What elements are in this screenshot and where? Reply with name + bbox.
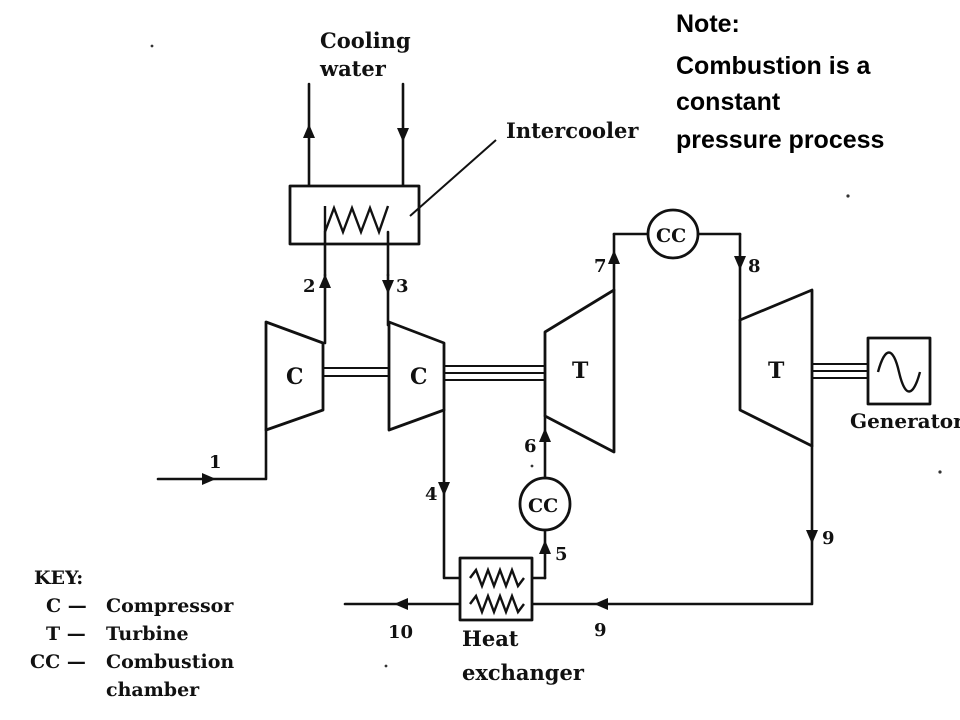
state-7-arrow (608, 250, 620, 264)
sine-wave-icon (876, 351, 922, 393)
intercooler-leader-line (409, 139, 497, 217)
note-block: Note: Combustion is a constant pressure … (676, 10, 884, 154)
compressor-1-label: C (286, 364, 304, 390)
state-2-arrow (319, 274, 331, 288)
state-1-arrow (202, 473, 216, 485)
combustion-chamber-2-label: CC (528, 495, 558, 517)
heat-exchanger-coil-upper-icon (469, 566, 525, 590)
key-title: KEY: (34, 567, 83, 589)
state-9-vertical-arrow (806, 530, 818, 544)
shafts (323, 363, 868, 381)
key-meaning-compressor: Compressor (106, 595, 234, 617)
state-numbers: 1 2 3 4 5 6 7 8 9 9 10 (209, 256, 835, 643)
cooling-water-group: Cooling water (303, 28, 411, 188)
state-9-pipe (530, 444, 814, 606)
flow-lines (156, 273, 818, 610)
state-4-pipe (442, 408, 462, 580)
state-label-4: 4 (425, 484, 438, 505)
speck (846, 194, 850, 198)
key-meaning-chamber: chamber (106, 679, 200, 701)
heat-exchanger-coil-lower-icon (469, 592, 525, 616)
state-label-5: 5 (555, 544, 568, 565)
key-abbr-compressor: C — (46, 595, 87, 617)
state-label-7: 7 (594, 256, 607, 277)
heat-exchanger-box (458, 556, 534, 622)
key-abbr-turbine: T — (46, 623, 86, 645)
combustion-chamber-2: CC (518, 414, 572, 580)
speck (384, 664, 388, 668)
cooling-water-inlet-arrow (397, 128, 409, 142)
generator-label: Generator (850, 409, 960, 433)
combustion-chamber-1: CC (608, 208, 746, 322)
state-label-9-vertical: 9 (822, 528, 835, 549)
generator: Generator (850, 336, 960, 433)
speck (938, 470, 942, 474)
state-10-arrow (394, 598, 408, 610)
compressor-2: C (387, 320, 446, 432)
state-4-arrow (438, 482, 450, 496)
state-6-arrow (539, 428, 551, 442)
state-5-arrow (539, 540, 551, 554)
heat-exchanger-label-1: Heat (462, 626, 519, 651)
turbine-2: T (738, 288, 814, 448)
key-abbr-combustion: CC — (30, 651, 86, 673)
compressor-1: C (264, 320, 325, 432)
compressor-2-label: C (410, 364, 428, 390)
state-label-6: 6 (524, 436, 537, 457)
compressor-1-body (264, 320, 325, 432)
combustion-chamber-1-label: CC (656, 225, 686, 247)
state-label-3: 3 (396, 276, 409, 297)
state-label-9-horizontal: 9 (594, 620, 607, 641)
key-legend: KEY: C — Compressor T — Turbine CC — Com… (30, 567, 234, 701)
note-line-3: pressure process (676, 126, 884, 154)
cooling-water-outlet-arrow (303, 124, 315, 138)
heat-exchanger: Heat exchanger (458, 556, 585, 685)
state-label-8: 8 (748, 256, 761, 277)
state-8-arrow (734, 256, 746, 270)
cooling-water-label-2: water (319, 56, 387, 81)
note-line-2: constant (676, 88, 781, 116)
turbine-1-label: T (572, 358, 589, 384)
speck (150, 44, 154, 48)
state-label-2: 2 (303, 276, 316, 297)
speck (530, 464, 534, 468)
note-line-1: Combustion is a (676, 52, 872, 80)
key-meaning-combustion: Combustion (106, 651, 234, 673)
state-label-1: 1 (209, 452, 222, 473)
intercooler-coil-icon (323, 204, 390, 236)
turbine-2-label: T (768, 358, 785, 384)
turbine-1: T (543, 288, 616, 454)
note-heading: Note: (676, 10, 740, 38)
intercooler: Intercooler (288, 118, 639, 277)
turbine-1-body (543, 288, 616, 454)
heat-exchanger-label-2: exchanger (462, 660, 585, 685)
scan-specks (150, 44, 942, 668)
cooling-water-label-1: Cooling (320, 28, 411, 53)
state-9-horizontal-arrow (594, 598, 608, 610)
key-meaning-turbine: Turbine (106, 623, 189, 645)
state-label-10: 10 (388, 622, 413, 643)
state-3-arrow (382, 280, 394, 294)
state-1-pipe (156, 428, 268, 481)
intercooler-label: Intercooler (506, 118, 639, 143)
